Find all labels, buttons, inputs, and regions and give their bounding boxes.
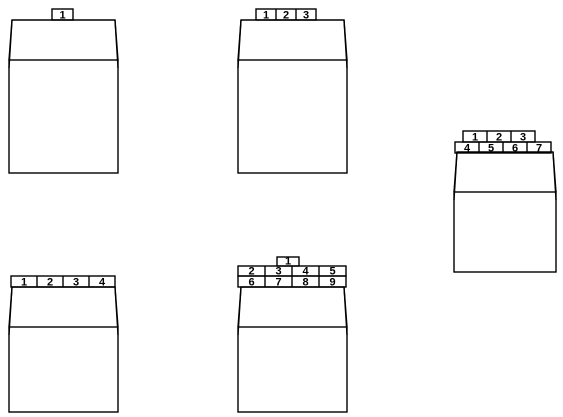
- folder-lid: [9, 20, 118, 60]
- lid-fold-right: [344, 287, 347, 335]
- folder-body: [9, 327, 118, 412]
- tab-label: 7: [275, 277, 281, 289]
- folder-figure-d: 1 2 3 4: [9, 276, 118, 412]
- folder-body: [454, 192, 556, 272]
- folder-body: [9, 60, 118, 173]
- folder-lid: [238, 287, 347, 327]
- lid-fold-left: [9, 20, 12, 68]
- folder-lid: [9, 287, 118, 327]
- tab-label: 6: [248, 277, 254, 289]
- tab-label: 9: [329, 277, 335, 289]
- lid-fold-left: [454, 152, 457, 200]
- folder-lid: [454, 152, 556, 192]
- tab-label: 4: [464, 143, 471, 155]
- tab-label: 5: [488, 143, 494, 155]
- tab-label: 6: [512, 143, 518, 155]
- lid-fold-right: [115, 287, 118, 335]
- tab-label: 1: [59, 10, 65, 22]
- tab-label: 2: [283, 10, 289, 22]
- tab-label: 3: [73, 277, 79, 289]
- tab-label: 7: [536, 143, 542, 155]
- tab-label: 2: [47, 277, 53, 289]
- lid-fold-left: [238, 287, 241, 335]
- folder-lid: [238, 20, 347, 60]
- folder-figure-b: 1 2 3: [238, 9, 347, 173]
- lid-fold-right: [115, 20, 118, 68]
- tab-label: 4: [99, 277, 106, 289]
- lid-fold-right: [553, 152, 556, 200]
- tab-label: 1: [263, 10, 269, 22]
- lid-fold-left: [9, 287, 12, 335]
- lid-fold-left: [238, 20, 241, 68]
- folder-body: [238, 327, 347, 412]
- folder-body: [238, 60, 347, 173]
- lid-fold-right: [344, 20, 347, 68]
- tab-label: 3: [303, 10, 309, 22]
- folder-figure-a: 1: [9, 9, 118, 173]
- tab-label: 8: [302, 277, 308, 289]
- tab-label: 1: [21, 277, 27, 289]
